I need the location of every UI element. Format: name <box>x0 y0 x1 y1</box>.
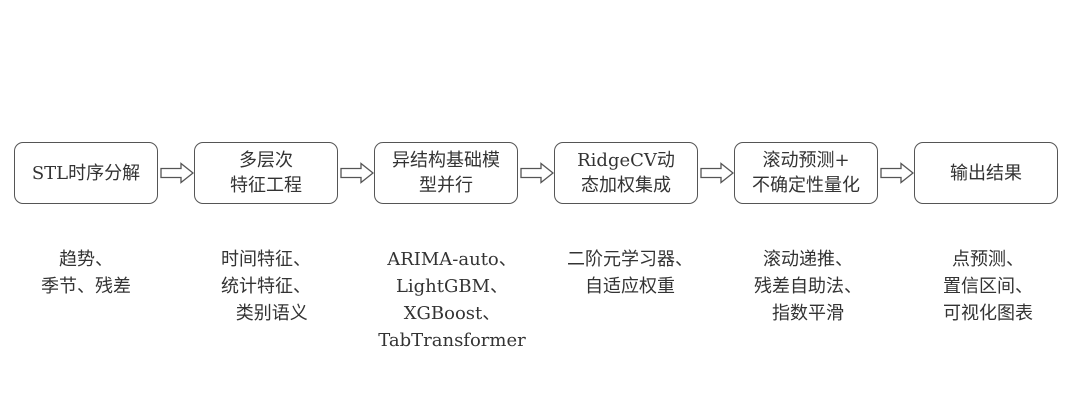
step-note-line: 指数平滑 <box>772 303 844 324</box>
step-box-label: 不确定性量化 <box>752 175 860 196</box>
flow-arrow-icon <box>520 162 554 184</box>
step-box-label: 多层次 <box>239 150 293 171</box>
step-notes-rolling-forecast: 滚动递推、 残差自助法、 指数平滑 <box>718 246 898 327</box>
step-box-label: 型并行 <box>419 175 473 196</box>
step-box-feature-engineering: 多层次 特征工程 <box>194 142 338 204</box>
step-box-output-results: 输出结果 <box>914 142 1058 204</box>
step-note-line: 置信区间、 <box>943 276 1033 297</box>
flow-arrow-icon <box>160 162 194 184</box>
step-box-label: 滚动预测+ <box>762 150 850 171</box>
step-box-label: RidgeCV动 <box>577 150 675 171</box>
step-box-base-models: 异结构基础模 型并行 <box>374 142 518 204</box>
step-note-line: TabTransformer <box>378 330 526 351</box>
step-notes-stl-decomposition: 趋势、 季节、残差 <box>0 246 176 300</box>
step-notes-output-results: 点预测、 置信区间、 可视化图表 <box>898 246 1078 327</box>
step-note-line: 趋势、 <box>59 249 113 270</box>
step-note-line: 时间特征、 <box>221 249 311 270</box>
step-note-line: 可视化图表 <box>943 303 1033 324</box>
flow-arrow-icon <box>340 162 374 184</box>
step-note-line: 季节、残差 <box>41 276 131 297</box>
step-box-ridgecv-ensemble: RidgeCV动 态加权集成 <box>554 142 698 204</box>
step-box-rolling-forecast: 滚动预测+ 不确定性量化 <box>734 142 878 204</box>
step-note-line: 类别语义 <box>224 303 308 324</box>
step-box-label: 输出结果 <box>950 162 1022 184</box>
step-note-line: 滚动递推、 <box>763 249 853 270</box>
step-note-line: XGBoost、 <box>403 303 501 324</box>
step-note-line: ARIMA-auto、 <box>387 249 517 270</box>
step-box-label: STL时序分解 <box>31 162 141 184</box>
step-note-line: LightGBM、 <box>395 276 509 297</box>
flow-arrow-icon <box>880 162 914 184</box>
step-box-label: 异结构基础模 <box>392 150 500 171</box>
step-box-stl-decomposition: STL时序分解 <box>14 142 158 204</box>
step-notes-ridgecv-ensemble: 二阶元学习器、 自适应权重 <box>540 246 720 300</box>
step-note-line: 点预测、 <box>952 249 1024 270</box>
step-note-line: 统计特征、 <box>221 276 311 297</box>
step-note-line: 自适应权重 <box>585 276 675 297</box>
step-box-label: 态加权集成 <box>581 175 671 196</box>
flow-arrow-icon <box>700 162 734 184</box>
step-notes-feature-engineering: 时间特征、 统计特征、 类别语义 <box>176 246 356 327</box>
step-note-line: 二阶元学习器、 <box>567 249 693 270</box>
step-note-line: 残差自助法、 <box>754 276 862 297</box>
step-box-label: 特征工程 <box>230 175 302 196</box>
step-notes-base-models: ARIMA-auto、 LightGBM、 XGBoost、 TabTransf… <box>362 246 542 354</box>
